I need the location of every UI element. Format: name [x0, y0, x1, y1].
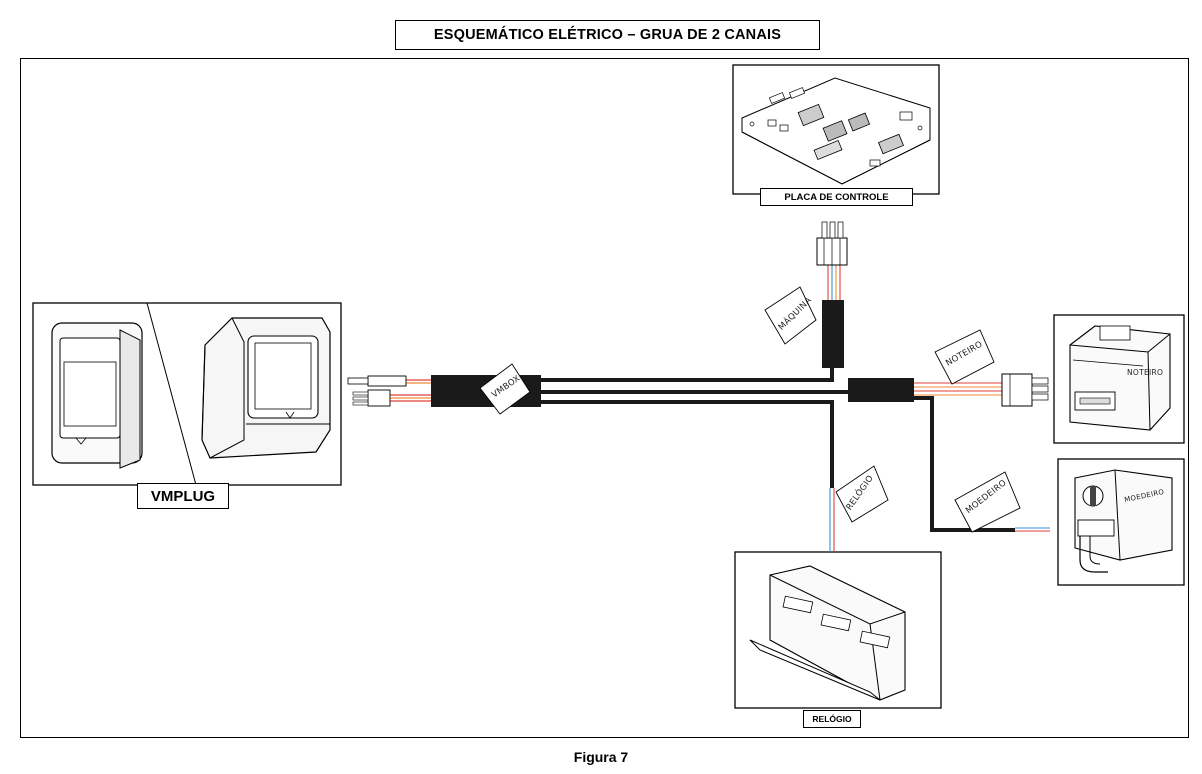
coin-acceptor-icon: [1057, 458, 1185, 586]
clock-counter-label: RELÓGIO: [803, 710, 861, 728]
vmplug-device-icon: [32, 302, 342, 486]
connector-icon: [347, 221, 1049, 407]
vmplug-label: VMPLUG: [137, 483, 229, 509]
diagram-frame: [20, 58, 1189, 738]
control-board-icon: [732, 64, 940, 195]
clock-counter-icon: [734, 551, 942, 709]
cable-tags: [479, 286, 1021, 533]
control-board-label: PLACA DE CONTROLE: [760, 188, 913, 206]
noteiro-device-label: NOTEIRO: [1127, 368, 1164, 377]
figure-caption: Figura 7: [573, 749, 629, 765]
schematic-title: ESQUEMÁTICO ELÉTRICO – GRUA DE 2 CANAIS: [395, 20, 820, 50]
bill-acceptor-icon: [1053, 314, 1185, 444]
wiring-harness: [390, 265, 1050, 552]
